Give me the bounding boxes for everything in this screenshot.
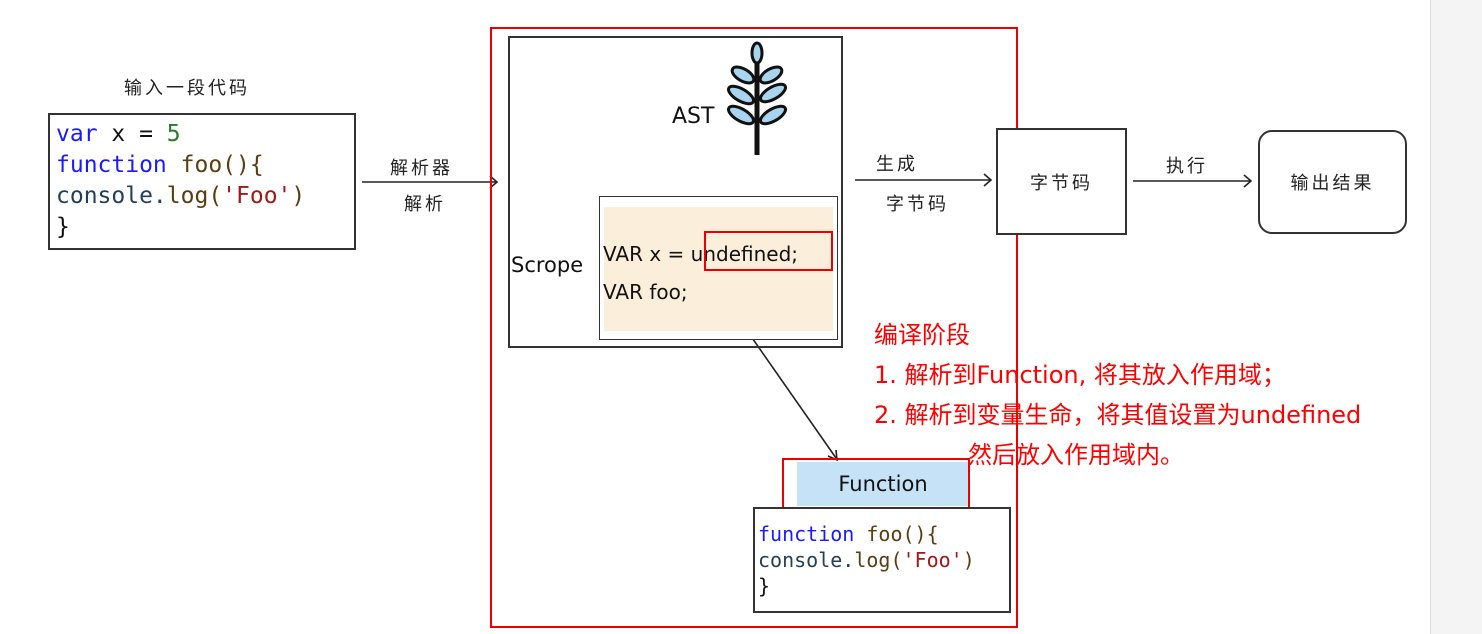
connectors — [362, 41, 1253, 462]
function-label: Function — [797, 462, 969, 506]
code-token: var — [56, 121, 98, 147]
arrow-execute-label: 执行 — [1166, 156, 1208, 177]
arrow-generate-bottom-label: 字节码 — [886, 194, 949, 215]
scope-line1-prefix: VAR x = — [603, 242, 691, 266]
code-token: 5 — [166, 121, 181, 147]
scope-label: Scrope — [511, 253, 584, 277]
function-code-block: function foo(){console.log('Foo')} — [753, 507, 1011, 613]
code-token: ) — [291, 183, 306, 209]
output-label: 输出结果 — [1290, 173, 1375, 194]
arrow-parse-top-label: 解析器 — [390, 158, 453, 179]
code-line: function foo(){ — [758, 521, 1006, 547]
annotation-line3: 然后放入作用域内。 — [968, 441, 1184, 469]
code-line: console.log('Foo') — [758, 547, 1006, 573]
ast-label: AST — [672, 104, 715, 129]
arrow-parse-bottom-label: 解析 — [404, 194, 446, 215]
code-line: } — [758, 573, 1006, 599]
input-title: 输入一段代码 — [124, 78, 250, 99]
code-token: } — [758, 574, 771, 598]
code-token: log( — [854, 548, 903, 572]
code-token: ) — [962, 548, 975, 572]
code-token: 'Foo' — [222, 183, 292, 209]
function-highlight — [782, 458, 970, 510]
code-token: function — [56, 152, 167, 178]
code-line: console.log('Foo') — [56, 181, 348, 212]
compile-box — [508, 36, 843, 348]
compile-stage-highlight — [490, 27, 1018, 628]
code-line: var x = 5 — [56, 119, 348, 150]
scrollbar[interactable] — [1430, 0, 1482, 634]
code-token: } — [56, 214, 70, 240]
scope-line2: VAR foo; — [603, 280, 688, 304]
output-box: 输出结果 — [1258, 130, 1407, 234]
annotation-title: 编译阶段 — [874, 321, 970, 349]
code-token: console. — [56, 183, 167, 209]
code-line: function foo(){ — [56, 150, 348, 181]
code-token: log( — [166, 183, 223, 209]
bytecode-box: 字节码 — [996, 128, 1127, 235]
code-token: function — [758, 522, 855, 546]
code-token: console. — [758, 548, 855, 572]
undefined-highlight — [704, 231, 833, 271]
code-token: foo(){ — [854, 522, 939, 546]
bytecode-label: 字节码 — [1030, 172, 1093, 194]
code-line: } — [56, 212, 348, 243]
code-token: x = — [97, 121, 167, 147]
annotation-line1: 1. 解析到Function, 将其放入作用域； — [874, 361, 1286, 389]
tree-icon — [727, 41, 787, 155]
scope-line1-value: undefined; — [690, 242, 799, 266]
code-token: foo(){ — [166, 152, 264, 178]
annotation-line2: 2. 解析到变量生命，将其值设置为undefined — [874, 401, 1362, 429]
arrow-generate-top-label: 生成 — [876, 154, 918, 175]
code-token: 'Foo' — [902, 548, 963, 572]
